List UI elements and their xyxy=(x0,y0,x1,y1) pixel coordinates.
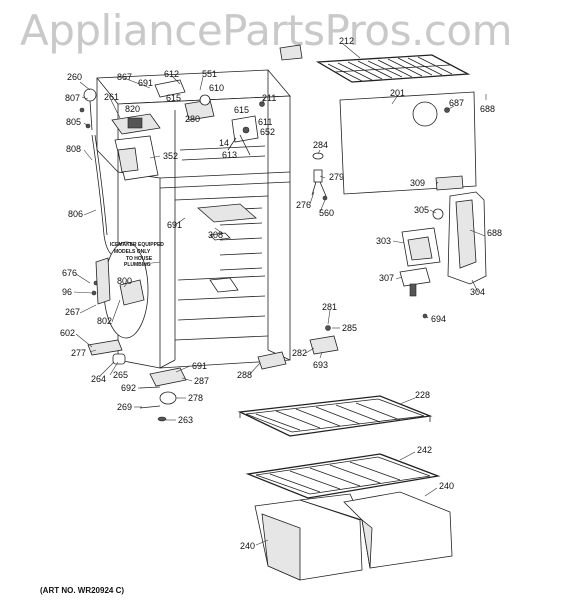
callout-label: 277 xyxy=(71,348,86,358)
water-line xyxy=(91,134,149,339)
callout-label: 612 xyxy=(164,69,179,79)
callout-label: 352 xyxy=(163,151,178,161)
callout-label: 96 xyxy=(62,287,72,297)
callout-label: 309 xyxy=(410,178,425,188)
callout-label: 267 xyxy=(65,307,80,317)
callout-label: 281 xyxy=(322,302,337,312)
callout-label: 820 xyxy=(125,104,140,114)
callout-label: 694 xyxy=(431,314,446,324)
callout-label: 308 xyxy=(208,230,223,240)
crisper-cover xyxy=(245,453,441,499)
plumbing-note-line2: PLUMBING xyxy=(124,262,151,268)
callout-label: 802 xyxy=(97,316,112,326)
art-number: (ART NO. WR20924 C) xyxy=(40,586,125,595)
icemaker-assembly xyxy=(79,88,161,181)
callout-label: 551 xyxy=(202,69,217,79)
callout-label: 304 xyxy=(470,287,485,297)
callout-label: 284 xyxy=(313,140,328,150)
callout-label: 276 xyxy=(296,200,311,210)
callout-label: 201 xyxy=(390,88,405,98)
callout-label: 279 xyxy=(329,172,344,182)
callout-label: 285 xyxy=(342,323,357,333)
callout-label: 692 xyxy=(121,383,136,393)
callout-label: 691 xyxy=(138,78,153,88)
lower-hardware xyxy=(87,325,339,422)
callout-label: 602 xyxy=(60,328,75,338)
callout-label: 228 xyxy=(415,390,430,400)
callout-label: 613 xyxy=(222,150,237,160)
callout-labels: 212 201 687 688 260 867 612 551 691 615 … xyxy=(60,36,502,551)
callout-label: 280 xyxy=(185,114,200,124)
watermark: AppliancePartsPros.com xyxy=(20,6,513,55)
center-fasteners xyxy=(311,152,328,201)
callout-label: 676 xyxy=(62,268,77,278)
evaporator-cover xyxy=(339,91,477,195)
callout-label: 303 xyxy=(376,236,391,246)
callout-label: 278 xyxy=(188,393,203,403)
callout-label: 652 xyxy=(260,127,275,137)
crisper-drawers xyxy=(254,491,453,581)
callout-label: 560 xyxy=(319,208,334,218)
callout-label: 240 xyxy=(240,541,255,551)
icemaker-note-line2: MODELS ONLY xyxy=(114,249,151,255)
control-housing xyxy=(399,191,487,319)
callout-label: 265 xyxy=(113,370,128,380)
callout-label: 263 xyxy=(178,415,193,425)
callout-label: 282 xyxy=(292,348,307,358)
callout-label: 691 xyxy=(167,220,182,230)
callout-label: 305 xyxy=(414,205,429,215)
callout-label: 610 xyxy=(209,83,224,93)
callout-label: 261 xyxy=(104,92,119,102)
callout-label: 240 xyxy=(439,481,454,491)
callout-label: 805 xyxy=(66,117,81,127)
callout-label: 615 xyxy=(166,93,181,103)
callout-label: 260 xyxy=(67,72,82,82)
callout-label: 242 xyxy=(417,445,432,455)
callout-label: 800 xyxy=(117,276,132,286)
cabinet xyxy=(95,69,291,369)
callout-label: 611 xyxy=(258,117,272,127)
callout-label: 806 xyxy=(68,209,83,219)
callout-label: 867 xyxy=(117,72,132,82)
plumbing-note-line1: TO HOUSE xyxy=(126,256,153,262)
callout-label: 14 xyxy=(219,138,229,148)
fan-assembly xyxy=(154,79,265,156)
callout-label: 307 xyxy=(379,273,394,283)
callout-label: 693 xyxy=(313,360,328,370)
notes: ICEMAKER EQUIPPED MODELS ONLY TO HOUSE P… xyxy=(110,242,164,268)
callout-label: 808 xyxy=(66,144,81,154)
callout-label: 691 xyxy=(192,361,207,371)
glass-shelf xyxy=(237,395,433,437)
callout-label: 287 xyxy=(194,376,209,386)
callout-label: 269 xyxy=(117,402,132,412)
freezer-wire-shelf xyxy=(279,44,471,83)
icemaker-note-line1: ICEMAKER EQUIPPED xyxy=(110,242,164,248)
callout-label: 807 xyxy=(65,93,80,103)
callout-label: 615 xyxy=(234,105,249,115)
callout-label: 264 xyxy=(91,374,106,384)
callout-label: 687 xyxy=(449,98,464,108)
callout-label: 212 xyxy=(339,36,354,46)
callout-label: 288 xyxy=(237,370,252,380)
leader-lines xyxy=(73,42,487,546)
callout-label: 211 xyxy=(262,93,276,103)
callout-label: 688 xyxy=(480,104,495,114)
callout-label: 688 xyxy=(487,228,502,238)
